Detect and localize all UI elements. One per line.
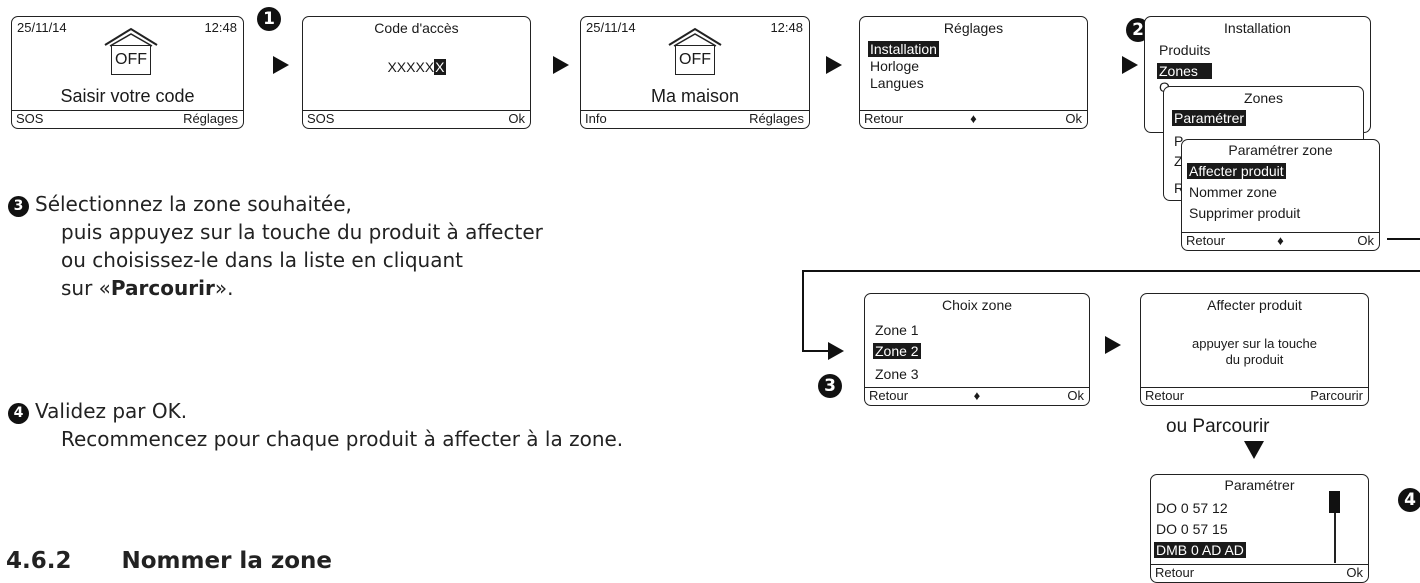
scroll-arrows-icon: ♦ — [1277, 233, 1284, 248]
screen-title: Affecter produit — [1207, 297, 1302, 313]
screen-title: Code d'accès — [374, 20, 459, 36]
softkey-reglages[interactable]: Réglages — [183, 111, 238, 126]
screen-title: Paramétrer zone — [1228, 142, 1333, 158]
menu-item-langues[interactable]: Langues — [870, 75, 924, 91]
flow-arrow — [1105, 336, 1121, 354]
menu-item-partial: P — [1174, 133, 1184, 149]
screen-date: 25/11/14 — [586, 20, 636, 35]
screen-home-unlocked: 25/11/14 12:48 OFF Ma maison Info Réglage… — [580, 16, 810, 129]
step-1-badge: 1 — [257, 7, 281, 31]
section-number: 4.6.2 — [6, 548, 72, 574]
list-item-zone-2[interactable]: Zone 2 — [873, 343, 921, 359]
menu-item-partial: Z — [1174, 153, 1183, 169]
list-item-product[interactable]: DO 0 57 15 — [1156, 521, 1228, 537]
softkey-parcourir[interactable]: Parcourir — [1310, 388, 1363, 403]
instruction-line: du produit — [1225, 352, 1284, 367]
screen-choix-zone: Choix zone Zone 1 Zone 2 Zone 3 Retour ♦ O… — [864, 293, 1090, 406]
list-item-zone-3[interactable]: Zone 3 — [875, 366, 919, 382]
softkey-ok[interactable]: Ok — [1346, 565, 1363, 580]
alarm-state: OFF — [115, 51, 147, 68]
softkey-retour[interactable]: Retour — [864, 111, 904, 126]
flow-arrow — [273, 56, 289, 74]
step-4-bullet: 4 — [8, 403, 29, 424]
screen-time: 12:48 — [204, 20, 237, 35]
step-3-badge: 3 — [818, 374, 842, 398]
softkey-info[interactable]: Info — [585, 111, 607, 126]
flow-arrow — [1122, 56, 1138, 74]
step-4-badge: 4 — [1398, 488, 1420, 512]
list-item-product-selected[interactable]: DMB 0 AD AD — [1154, 542, 1246, 558]
section-title: Nommer la zone — [121, 548, 333, 574]
menu-item-parametrer[interactable]: Paramétrer — [1172, 110, 1247, 126]
instruction-line: appuyer sur la touche — [1191, 336, 1318, 351]
screen-affecter-produit: Affecter produit appuyer sur la touche d… — [1140, 293, 1369, 406]
screen-title: Paramétrer — [1224, 477, 1295, 493]
step-3-bullet: 3 — [8, 196, 29, 217]
or-browse-label: ou Parcourir — [1166, 416, 1270, 437]
connector-line — [1387, 238, 1420, 240]
screen-parametrer-list: Paramétrer DO 0 57 12 DO 0 57 15 DMB 0 A… — [1150, 474, 1369, 583]
flow-arrow — [553, 56, 569, 74]
screen-message: Ma maison — [650, 86, 740, 106]
menu-item-affecter-produit[interactable]: Affecter produit — [1187, 163, 1286, 179]
scrollbar-track[interactable] — [1334, 491, 1336, 563]
list-item-product[interactable]: DO 0 57 12 — [1156, 500, 1228, 516]
screen-title: Réglages — [943, 20, 1004, 36]
menu-item-zones[interactable]: Zones — [1157, 63, 1212, 79]
softkey-sos[interactable]: SOS — [307, 111, 335, 126]
connector-line — [802, 270, 1420, 272]
screen-parametrer-zone: Paramétrer zone Affecter produit Nommer … — [1181, 139, 1380, 251]
menu-item-horloge[interactable]: Horloge — [870, 58, 920, 74]
softkey-retour[interactable]: Retour — [1186, 233, 1226, 248]
menu-item-partial: R — [1174, 180, 1185, 196]
menu-item-supprimer-produit[interactable]: Supprimer produit — [1189, 205, 1301, 221]
scroll-arrows-icon: ♦ — [973, 388, 981, 403]
softkey-retour[interactable]: Retour — [1155, 565, 1195, 580]
scrollbar-thumb[interactable] — [1329, 491, 1340, 513]
softkey-ok[interactable]: Ok — [1065, 111, 1082, 126]
softkey-retour[interactable]: Retour — [1145, 388, 1185, 403]
house-icon: OFF — [103, 25, 159, 75]
menu-item-produits[interactable]: Produits — [1159, 42, 1211, 58]
screen-title: Zones — [1244, 90, 1283, 106]
connector-line — [802, 350, 830, 352]
menu-item-installation[interactable]: Installation — [868, 41, 939, 57]
house-icon: OFF — [667, 25, 723, 75]
screen-home-locked: 25/11/14 12:48 OFF Saisir votre code SOS… — [11, 16, 244, 129]
softkey-ok[interactable]: Ok — [1357, 233, 1374, 248]
alarm-state: OFF — [679, 51, 711, 68]
screen-reglages: Réglages Installation Horloge Langues Re… — [859, 16, 1088, 129]
flow-arrow — [828, 342, 844, 360]
screen-title: Choix zone — [941, 297, 1013, 313]
flow-arrow — [826, 56, 842, 74]
screen-access-code: Code d'accès XXXXXX SOS Ok — [302, 16, 531, 129]
screen-time: 12:48 — [770, 20, 803, 35]
softkey-ok[interactable]: Ok — [1067, 388, 1084, 403]
softkey-retour[interactable]: Retour — [869, 388, 909, 403]
code-entry[interactable]: XXXXXX — [387, 59, 446, 75]
menu-item-nommer-zone[interactable]: Nommer zone — [1189, 184, 1277, 200]
flow-arrow-down — [1244, 441, 1264, 459]
scroll-arrows-icon: ♦ — [970, 111, 977, 126]
list-item-zone-1[interactable]: Zone 1 — [875, 322, 919, 338]
screen-message: Saisir votre code — [60, 86, 195, 106]
screen-date: 25/11/14 — [17, 20, 67, 35]
softkey-sos[interactable]: SOS — [16, 111, 44, 126]
section-heading: 4.6.2 Nommer la zone — [6, 548, 332, 574]
softkey-reglages[interactable]: Réglages — [749, 111, 804, 126]
screen-title: Installation — [1224, 20, 1291, 36]
connector-line — [802, 270, 804, 352]
softkey-ok[interactable]: Ok — [508, 111, 525, 126]
